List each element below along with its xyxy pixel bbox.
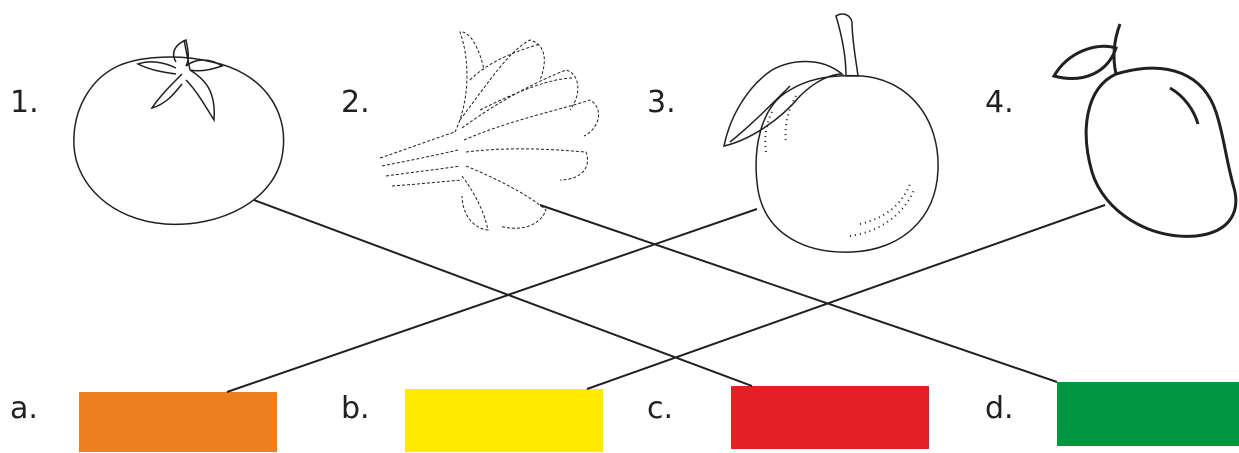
spinach-icon: [380, 32, 599, 230]
mango-icon: [1054, 24, 1236, 236]
match-line-tomato-red: [254, 200, 752, 386]
match-line-spinach-green: [540, 205, 1057, 382]
matching-lines: [227, 200, 1105, 392]
match-line-mango-yellow: [587, 205, 1105, 389]
orange-icon: [724, 14, 938, 252]
tomato-icon: [74, 40, 284, 224]
match-line-orange-orange: [227, 209, 757, 392]
